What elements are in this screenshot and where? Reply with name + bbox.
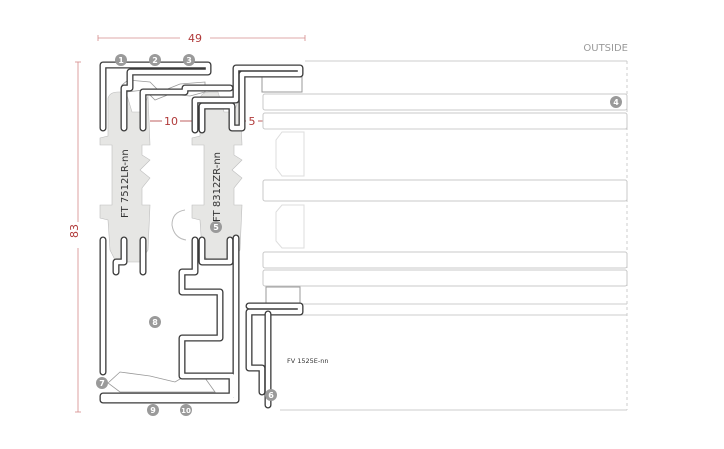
outside-label: OUTSIDE (583, 43, 628, 54)
label-thermal-break-left: FT 7512LR-nn (120, 149, 131, 218)
dimension-height-label: 83 (68, 224, 81, 238)
thermal-break-left (99, 91, 151, 263)
callout-6 (265, 389, 277, 401)
callout-9 (147, 404, 159, 416)
callout-2 (149, 54, 161, 66)
callout-10-label: 10 (181, 407, 191, 415)
callout-1 (115, 54, 127, 66)
callout-4-label: 4 (613, 98, 619, 107)
callout-10 (180, 404, 192, 416)
callout-4 (610, 96, 622, 108)
callout-5 (210, 221, 222, 233)
callout-5-label: 5 (213, 223, 219, 232)
seal-bulb (171, 209, 187, 241)
callout-7-label: 7 (99, 379, 105, 388)
callout-9-label: 9 (150, 406, 156, 415)
thermal-break-right (191, 91, 243, 263)
callout-markers (96, 54, 622, 416)
dimension-height (75, 61, 81, 413)
callout-3 (183, 54, 195, 66)
label-thermal-break-right: FT 8312ZR-nn (212, 152, 223, 222)
callout-8-label: 8 (152, 318, 158, 327)
callout-1-label: 1 (118, 56, 124, 65)
dimension-width (97, 35, 306, 41)
dimension-gap-left: 10 (164, 115, 178, 128)
callout-8 (149, 316, 161, 328)
callout-7 (96, 377, 108, 389)
dimension-width-label: 49 (188, 32, 202, 45)
callout-2-label: 2 (152, 56, 158, 65)
callout-6-label: 6 (268, 391, 274, 400)
callout-3-label: 3 (186, 56, 192, 65)
dimension-gap-right: 5 (249, 115, 256, 128)
glazing-unit (261, 60, 628, 411)
frame-profile (99, 61, 304, 404)
label-glazing-bead: FV 1525E-nn (287, 357, 329, 365)
